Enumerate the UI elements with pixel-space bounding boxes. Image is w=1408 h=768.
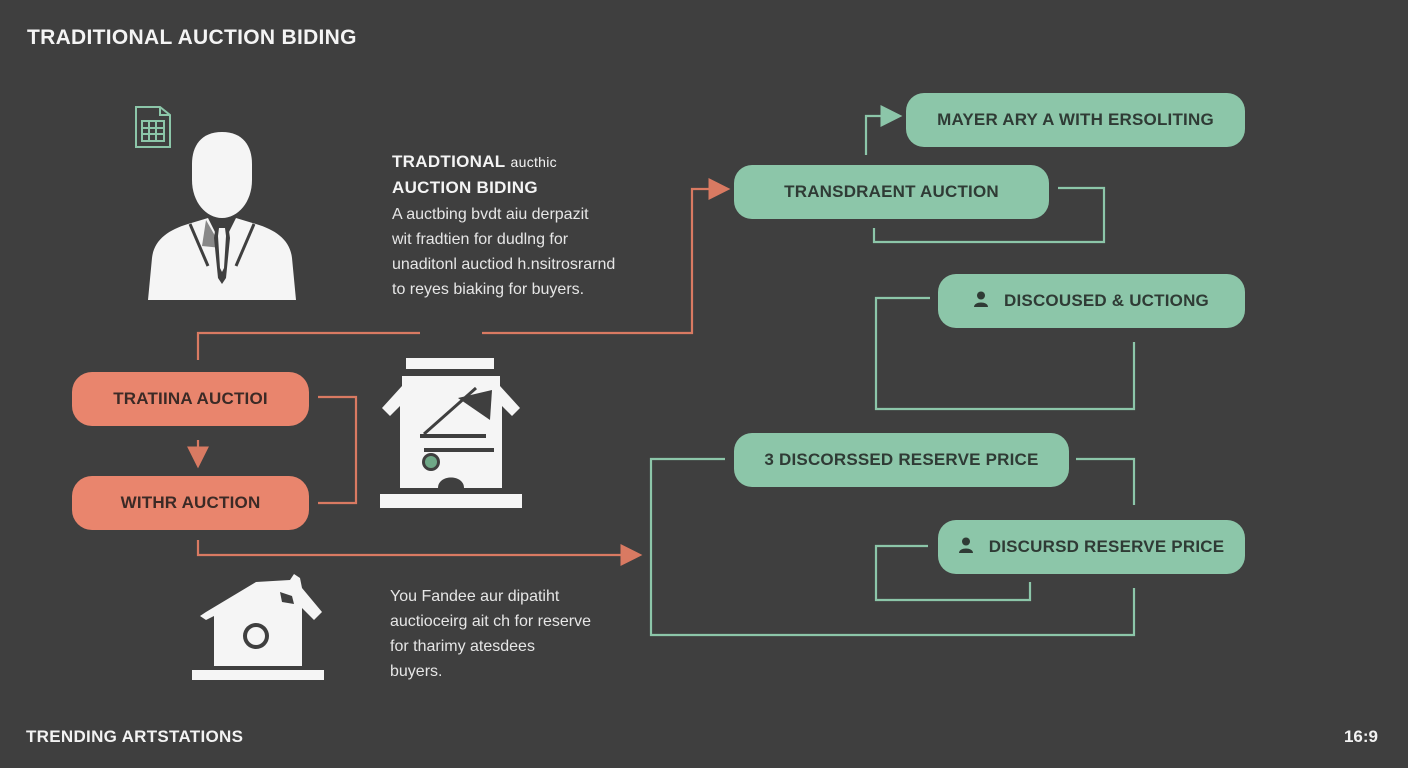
step-discoused-uctiong[interactable]: DISCOUSED & UCTIONG [938,274,1245,328]
person-icon [958,537,973,558]
step-discursd-reserve-price[interactable]: DISCURSD RESERVE PRICE [938,520,1245,574]
intro-heading: TRADTIONAL aucthic [392,152,557,171]
intro-text: TRADTIONAL aucthic AUCTION BIDING A auct… [392,149,662,302]
connector-bracket [318,395,358,505]
building-document-icon [380,358,522,508]
calculator-icon [135,106,171,148]
businessman-icon [148,132,296,300]
step-transparent-auction[interactable]: TRANSDRAENT AUCTION [734,165,1049,219]
step-traditional-auction[interactable]: TRATIINA AUCTIOI [72,372,309,426]
connector-green-5 [1076,457,1136,505]
connector-green-2 [872,186,1106,244]
connector-green-4 [649,457,1136,637]
step-other-auction[interactable]: WITHR AUCTION [72,476,309,530]
house-icon [192,574,324,680]
reserve-note-text: You Fandee aur dipatiht auctioceirg ait … [390,588,591,680]
connector-top-left [196,331,420,360]
connector-bottom [196,540,643,566]
page-title: TRADITIONAL AUCTION BIDING [27,26,357,49]
connector-green-3 [874,296,1136,411]
connector-top-right [482,178,731,335]
aspect-ratio-label: 16:9 [1343,727,1378,746]
person-icon [974,291,988,312]
connector-green-1 [864,105,903,155]
step-mayer-ary[interactable]: MAYER ARY A WITH ERSOLITING [906,93,1245,147]
step-discorssed-reserve-price[interactable]: 3 DISCORSSED RESERVE PRICE [734,433,1069,487]
footer-brand: TRENDING ARTSTATIONS [26,727,244,746]
connector-green-6 [874,544,1032,602]
